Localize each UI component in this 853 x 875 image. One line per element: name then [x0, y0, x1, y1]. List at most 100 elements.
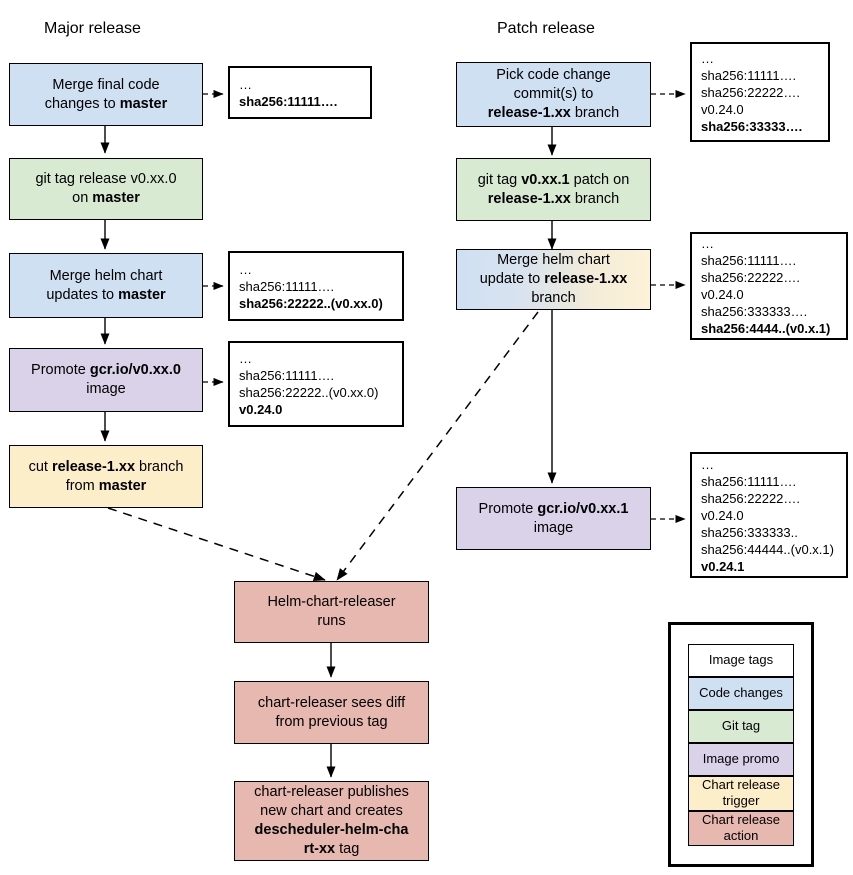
tagbox-line: … [701, 236, 715, 251]
node-line-2: image [533, 519, 574, 536]
node-line-2-pre: from [65, 477, 99, 494]
node-git-tag-release[interactable]: git tag release v0.xx.0 on master [9, 158, 203, 220]
node-line-2: runs [317, 613, 346, 629]
node-line-2-bold: master [119, 95, 168, 112]
tagbox-line: sha256:22222..(v0.xx.0) [239, 385, 379, 400]
node-line-1-bold: gcr.io/v0.xx.1 [537, 500, 629, 517]
node-cut-release-branch[interactable]: cut release-1.xx branch from master [9, 445, 203, 508]
node-line-2: new chart and creates [260, 803, 403, 819]
legend-panel: Image tags Code changes Git tag Image pr… [668, 622, 814, 867]
tagbox-line: … [701, 50, 715, 66]
node-line-1-pre: Promote [31, 362, 90, 378]
tagbox-line: … [239, 261, 253, 277]
legend-item-git-tag: Git tag [688, 709, 794, 743]
tagbox-after-merge-helm-chart-release-branch: … sha256:11111…. sha256:22222…. v0.24.0 … [690, 232, 848, 340]
legend-item-label: Image promo [702, 751, 780, 766]
node-line-2-pre: update to [479, 271, 545, 287]
tagbox-line: sha256:4444..(v0.x.1) [701, 321, 831, 336]
node-line-2-bold: master [92, 190, 140, 206]
tagbox-line: sha256:44444..(v0.x.1) [701, 541, 834, 557]
node-line-1: git tag release v0.xx.0 [35, 171, 177, 187]
node-line-1-post: patch on [569, 171, 630, 188]
tagbox-line: sha256:11111…. [239, 93, 338, 109]
node-chart-releaser-publishes[interactable]: chart-releaser publishes new chart and c… [234, 781, 429, 861]
node-line-1-post: branch [135, 458, 184, 475]
legend-item-image-tags: Image tags [688, 643, 794, 677]
legend-item-label: Chart release trigger [701, 777, 781, 808]
tagbox-line: sha256:22222…. [701, 84, 801, 100]
node-pick-code-change[interactable]: Pick code change commit(s) to release-1.… [456, 62, 651, 127]
node-merge-final-code[interactable]: Merge final code changes to master [9, 63, 203, 126]
tagbox-line: sha256:11111…. [701, 473, 797, 489]
tagbox-after-promote-image-major: … sha256:11111…. sha256:22222..(v0.xx.0)… [228, 341, 404, 427]
node-line-2-bold: release-1.xx [544, 271, 628, 287]
node-line-1-pre: git tag [477, 171, 522, 188]
node-line-2-bold: master [98, 477, 147, 494]
tagbox-line: v0.24.0 [701, 101, 744, 117]
node-line-3: branch [531, 290, 576, 306]
legend-item-label: Chart release action [701, 812, 781, 843]
patch-release-title: Patch release [497, 20, 595, 37]
node-line-1: Merge helm chart [497, 252, 610, 268]
legend-item-code-changes: Code changes [688, 676, 794, 710]
node-chart-releaser-sees-diff[interactable]: chart-releaser sees diff from previous t… [234, 681, 429, 744]
tagbox-line: … [701, 456, 715, 472]
node-line-2: commit(s) to [513, 86, 594, 102]
legend-item-chart-release-action: Chart release action [688, 810, 794, 846]
node-line-1-bold: release-1.xx [51, 458, 136, 475]
tagbox-line: sha256:11111…. [239, 368, 335, 383]
major-release-title: Major release [44, 20, 141, 37]
tagbox-line: sha256:22222…. [701, 270, 801, 285]
tagbox-after-promote-image-patch: … sha256:11111…. sha256:22222…. v0.24.0 … [690, 452, 848, 578]
legend-item-label: Git tag [721, 718, 761, 733]
node-line-3-post: branch [570, 105, 620, 121]
tagbox-line: sha256:333333.. [701, 524, 798, 540]
node-line-2: from previous tag [275, 713, 388, 730]
node-line-1: chart-releaser publishes [254, 784, 409, 800]
edge-cut-branch-to-helm-chart-releaser [107, 507, 326, 582]
node-line-1-pre: Promote [478, 500, 538, 517]
node-line-2-pre: updates to [46, 286, 119, 303]
node-line-2: image [86, 381, 126, 397]
legend-item-image-promo: Image promo [688, 742, 794, 776]
node-promote-image-patch[interactable]: Promote gcr.io/v0.xx.1 image [456, 487, 651, 550]
tagbox-after-pick-code-change: … sha256:11111…. sha256:22222…. v0.24.0 … [690, 42, 830, 142]
node-line-4-bold: rt-xx [303, 841, 336, 857]
legend-item-label: Image tags [708, 652, 774, 667]
tagbox-line: sha256:22222…. [701, 490, 801, 506]
node-line-1: Merge final code [52, 76, 160, 93]
tagbox-line: v0.24.0 [701, 287, 744, 302]
node-merge-helm-chart-master[interactable]: Merge helm chart updates to master [9, 253, 203, 318]
tagbox-after-merge-helm-chart-master: … sha256:11111…. sha256:22222..(v0.xx.0) [228, 251, 404, 321]
node-line-2-post: branch [570, 190, 620, 207]
tagbox-line: … [239, 351, 253, 366]
node-line-1-pre: cut [28, 458, 52, 475]
tagbox-line: v0.24.0 [701, 507, 744, 523]
node-line-1-bold: gcr.io/v0.xx.0 [89, 362, 181, 378]
node-promote-image-major[interactable]: Promote gcr.io/v0.xx.0 image [9, 348, 203, 412]
node-git-tag-patch[interactable]: git tag v0.xx.1 patch on release-1.xx br… [456, 158, 651, 221]
tagbox-line: v0.24.1 [701, 558, 745, 574]
node-line-4-post: tag [335, 841, 360, 857]
node-line-1: chart-releaser sees diff [257, 694, 406, 711]
node-line-1: Merge helm chart [49, 267, 163, 284]
tagbox-line: … [239, 76, 253, 92]
tagbox-line: sha256:333333…. [701, 304, 808, 319]
node-helm-chart-releaser-runs[interactable]: Helm-chart-releaser runs [234, 581, 429, 643]
node-line-3-bold: descheduler-helm-cha [254, 822, 409, 838]
tagbox-line: sha256:11111…. [701, 67, 797, 83]
tagbox-line: sha256:33333…. [701, 118, 803, 134]
node-merge-helm-chart-release-branch[interactable]: Merge helm chart update to release-1.xx … [456, 249, 651, 310]
node-line-2-bold: release-1.xx [487, 190, 571, 207]
tagbox-after-merge-final-code: … sha256:11111…. [228, 66, 372, 119]
legend-item-label: Code changes [699, 685, 783, 700]
node-line-2-pre: changes to [44, 95, 120, 112]
legend-item-chart-release-trigger: Chart release trigger [688, 775, 794, 811]
node-line-2-bold: master [118, 286, 166, 303]
node-line-2-pre: on [72, 190, 93, 206]
node-line-3-bold: release-1.xx [487, 105, 571, 121]
legend-items: Image tags Code changes Git tag Image pr… [688, 643, 794, 846]
node-line-1: Pick code change [496, 67, 611, 83]
tagbox-line: sha256:11111…. [701, 253, 797, 268]
